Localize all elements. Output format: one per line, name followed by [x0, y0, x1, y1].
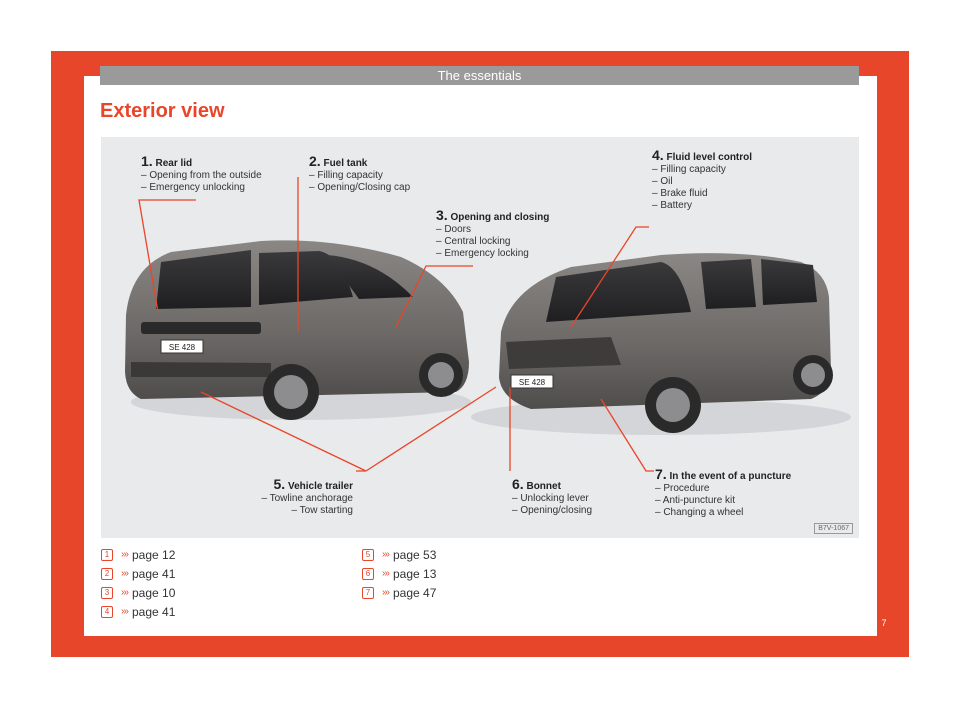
reference-item: 1 ›››page 12: [101, 545, 175, 564]
reference-number-badge: 6: [362, 567, 374, 580]
leader-line-4: [570, 226, 649, 328]
reference-list-left: 1›››page 12 2›››page 41 3›››page 10 4›››…: [101, 545, 175, 621]
reference-arrow-icon: ›››: [121, 549, 129, 560]
callout-title: Vehicle trailer: [287, 481, 353, 492]
reference-list-right: 5›››page 53 6›››page 13 7›››page 47: [362, 545, 436, 602]
reference-item: 5 ›››page 53: [362, 545, 436, 564]
figure-code: B7V-1067: [814, 523, 853, 534]
callout-title: Fuel tank: [323, 158, 368, 169]
reference-number-badge: 7: [362, 586, 374, 599]
callout-item: – Battery: [652, 200, 693, 211]
callout-item: – Changing a wheel: [655, 507, 744, 518]
leader-line-1: [138, 199, 196, 313]
callout-title: Opening and closing: [450, 212, 550, 223]
callout-number: 7.: [655, 466, 667, 482]
callout-number: 5.: [273, 476, 286, 492]
page-reference-link[interactable]: page 41: [132, 604, 176, 619]
page-reference-link[interactable]: page 10: [132, 585, 176, 600]
callout-bonnet: 6. Bonnet – Unlocking lever – Opening/cl…: [512, 476, 593, 517]
leader-lines: [138, 177, 654, 472]
reference-arrow-icon: ›››: [382, 549, 390, 560]
reference-arrow-icon: ›››: [121, 568, 129, 579]
front-car: SE 428: [499, 253, 833, 433]
rear-car: SE 428: [125, 240, 469, 420]
reference-arrow-icon: ›››: [121, 606, 129, 617]
reference-number-badge: 1: [101, 548, 113, 561]
reference-item: 2 ›››page 41: [101, 564, 175, 583]
reference-item: 6 ›››page 13: [362, 564, 436, 583]
callout-item: – Towline anchorage: [261, 493, 353, 504]
page-reference-link[interactable]: page 13: [393, 566, 437, 581]
callout-item: – Procedure: [655, 483, 710, 494]
reference-arrow-icon: ›››: [382, 568, 390, 579]
callout-number: 3.: [436, 207, 448, 223]
callout-item: – Emergency locking: [436, 248, 529, 259]
callout-title: Rear lid: [155, 158, 193, 169]
callout-opening-closing: 3. Opening and closing – Doors – Central…: [436, 207, 550, 260]
callout-item: – Doors: [436, 224, 472, 235]
exterior-view-figure: SE 428 SE 428: [101, 137, 859, 538]
reference-arrow-icon: ›››: [382, 587, 390, 598]
chapter-header: The essentials: [100, 66, 859, 85]
page-reference-link[interactable]: page 47: [393, 585, 437, 600]
callout-item: – Opening/closing: [512, 505, 593, 516]
reference-number-badge: 2: [101, 567, 113, 580]
callout-number: 4.: [652, 147, 664, 163]
callout-item: – Opening from the outside: [141, 170, 262, 181]
page-reference-link[interactable]: page 41: [132, 566, 176, 581]
section-title: Exterior view: [100, 100, 225, 122]
callout-number: 2.: [309, 153, 321, 169]
page-number: 7: [881, 618, 887, 628]
car-illustration: SE 428 SE 428: [125, 177, 851, 472]
callout-item: – Opening/Closing cap: [309, 182, 411, 193]
callout-item: – Unlocking lever: [512, 493, 589, 504]
callout-puncture: 7. In the event of a puncture – Procedur…: [655, 466, 792, 519]
callout-fuel-tank: 2. Fuel tank – Filling capacity – Openin…: [309, 153, 411, 194]
callout-rear-lid: 1. Rear lid – Opening from the outside –…: [141, 153, 262, 194]
reference-item: 7 ›››page 47: [362, 583, 436, 602]
reference-number-badge: 3: [101, 586, 113, 599]
page-reference-link[interactable]: page 53: [393, 547, 437, 562]
reference-item: 3 ›››page 10: [101, 583, 175, 602]
callout-item: – Filling capacity: [652, 164, 726, 175]
callout-item: – Brake fluid: [652, 188, 708, 199]
leader-line-5b: [365, 386, 497, 472]
leader-line-7: [600, 398, 654, 472]
reference-arrow-icon: ›››: [121, 587, 129, 598]
callout-item: – Filling capacity: [309, 170, 383, 181]
reference-number-badge: 5: [362, 548, 374, 561]
reference-number-badge: 4: [101, 605, 113, 618]
callout-item: – Central locking: [436, 236, 511, 247]
callout-title: Bonnet: [526, 481, 561, 492]
leader-line-3: [395, 265, 473, 328]
callout-title: Fluid level control: [666, 152, 753, 163]
callout-item: – Tow starting: [291, 505, 353, 516]
callout-number: 6.: [512, 476, 524, 492]
callout-item: – Oil: [652, 176, 673, 187]
page-reference-link[interactable]: page 12: [132, 547, 176, 562]
callout-title: In the event of a puncture: [669, 471, 792, 482]
callout-vehicle-trailer: 5. Vehicle trailer – Towline anchorage –…: [241, 476, 353, 517]
reference-item: 4 ›››page 41: [101, 602, 175, 621]
rear-license-plate: SE 428: [169, 343, 196, 352]
front-license-plate: SE 428: [519, 378, 546, 387]
callout-item: – Emergency unlocking: [141, 182, 245, 193]
callout-item: – Anti-puncture kit: [655, 495, 736, 506]
callout-number: 1.: [141, 153, 153, 169]
callout-fluid-level-control: 4. Fluid level control – Filling capacit…: [652, 147, 753, 212]
